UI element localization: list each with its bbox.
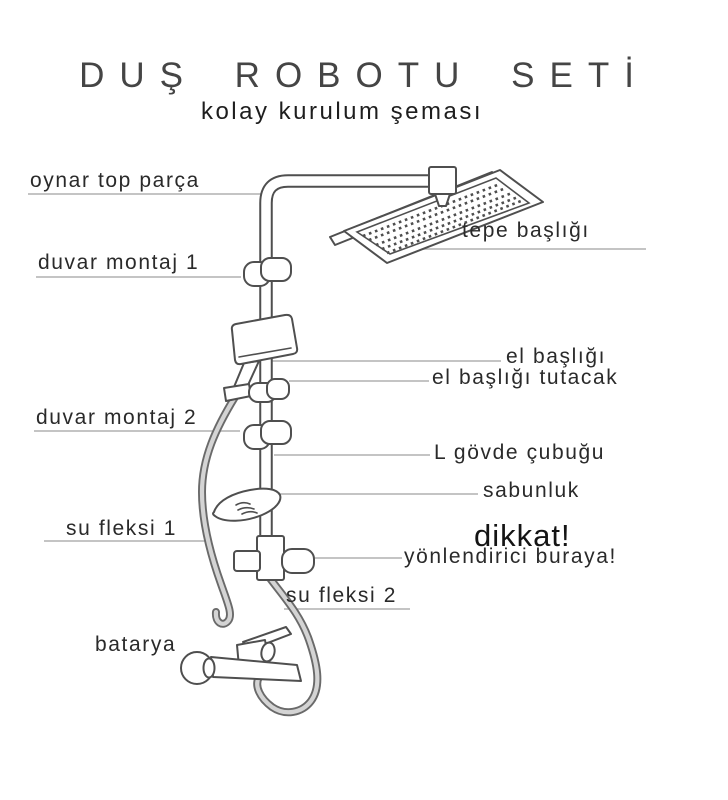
label-su-fleksi-1: su fleksi 1 [66, 517, 177, 540]
l-body-pipe [259, 174, 430, 544]
hand-shower-holder [248, 378, 290, 403]
hand-shower [223, 313, 299, 402]
wall-mount-1 [243, 257, 292, 287]
leader-lines [28, 193, 646, 610]
nozzle-row [368, 186, 507, 242]
mixer-faucet [180, 626, 302, 685]
label-el-basligi-tutacak: el başlığı tutacak [432, 366, 619, 389]
soap-dish-body [212, 487, 282, 522]
pipe-fill [261, 176, 430, 544]
label-batarya: batarya [95, 633, 177, 656]
tee-body [256, 535, 285, 581]
page-subtitle: kolay kurulum şeması [200, 98, 484, 125]
label-oynar-top-parca: oynar top parça [30, 169, 200, 192]
nozzle-row [381, 195, 519, 251]
label-dikkat: dikkat! [474, 518, 571, 553]
soap-dish-wave [241, 510, 258, 515]
water-flex-hose-1 [197, 393, 239, 628]
soap-dish-wave [235, 501, 251, 506]
connector-block [428, 166, 457, 195]
faucet-knob-hub [202, 657, 216, 679]
tee-left-stub [233, 550, 261, 572]
nozzle-row [375, 191, 513, 247]
soap-dish [212, 487, 282, 522]
nozzle-row [362, 182, 501, 238]
label-duvar-montaj-2: duvar montaj 2 [36, 406, 198, 429]
connector-stub [434, 193, 451, 207]
swivel-ball-connector [428, 166, 457, 207]
diverter-tee [233, 535, 315, 581]
label-duvar-montaj-1: duvar montaj 1 [38, 251, 200, 274]
water-flex-hose-2 [253, 573, 322, 717]
hose-fill [255, 574, 320, 715]
label-el-basligi: el başlığı [506, 345, 607, 368]
page-title: DUŞ ROBOTU SETİ [79, 56, 649, 95]
mount-lobe [260, 420, 292, 445]
label-tepe-basligi: tepe başlığı [462, 219, 590, 242]
diverter-knob [281, 548, 315, 574]
label-yonlendirici-buraya: yönlendirici buraya! [404, 545, 617, 568]
soap-dish-wave [237, 506, 255, 511]
hand-shower-face [230, 313, 299, 366]
nozzle-row [386, 199, 522, 255]
hand-shower-ferrule [223, 383, 252, 402]
label-l-govde-cubugu: L gövde çubuğu [434, 441, 606, 464]
holder-lobe [266, 378, 290, 400]
wall-mount-2 [243, 420, 292, 450]
mount-lobe [260, 257, 292, 282]
hand-shower-face-edge [238, 347, 292, 358]
label-sabunluk: sabunluk [483, 479, 580, 502]
hose-fill [199, 394, 238, 626]
label-su-fleksi-2: su fleksi 2 [286, 584, 397, 607]
faucet-spout [210, 656, 302, 682]
